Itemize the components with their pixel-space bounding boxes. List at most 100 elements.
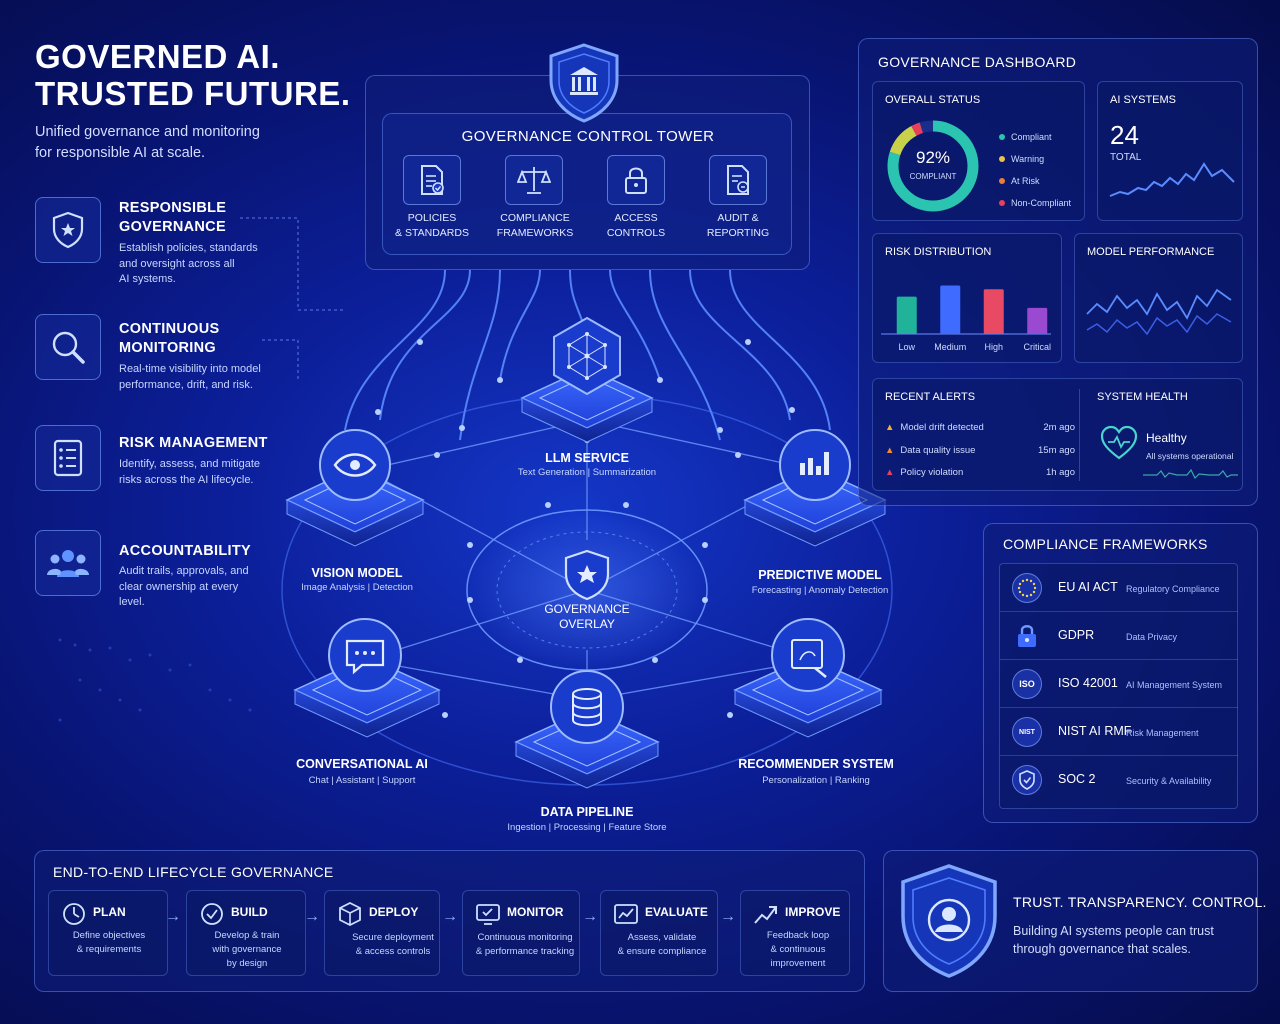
feature-title: GOVERNANCE [119, 219, 226, 235]
compliance-percent-label: COMPLIANT [909, 172, 957, 181]
report-icon[interactable] [709, 155, 767, 205]
hero-title-line1: GOVERNED AI. [35, 38, 280, 75]
compliance-name: SOC 2 [1058, 772, 1096, 786]
lifecycle-desc-line: & continuous [770, 944, 826, 955]
lifecycle-step-build[interactable]: BUILD Develop & train with governance by… [186, 890, 306, 976]
hero-subtitle-line1: Unified governance and monitoring [35, 124, 260, 140]
hero-title-line2: TRUSTED FUTURE. [35, 75, 351, 112]
lifecycle-desc-line: by design [226, 958, 268, 969]
checklist-icon [35, 425, 101, 491]
tower-shield-icon [545, 42, 623, 124]
tower-item-line1: POLICIES [407, 212, 457, 224]
arrow-right-icon: → [582, 908, 598, 925]
lifecycle-desc-line: & ensure compliance [617, 946, 707, 957]
eye-icon [319, 429, 391, 501]
document-check-icon[interactable] [403, 155, 461, 205]
legend-item: Compliant [999, 126, 1071, 148]
ai-systems-label: AI SYSTEMS [1110, 94, 1177, 106]
lifecycle-panel: END-TO-END LIFECYCLE GOVERNANCE [34, 850, 865, 992]
lifecycle-step-desc: Define objectives & requirements [49, 929, 169, 957]
lifecycle-step-monitor[interactable]: MONITOR Continuous monitoring & performa… [462, 890, 580, 976]
ai-systems-count-label: TOTAL [1110, 152, 1142, 163]
tower-item-line1: ACCESS [614, 212, 658, 224]
arrow-right-icon: → [304, 908, 320, 925]
target-icon [63, 903, 85, 925]
compliance-desc: AI Management System [1126, 680, 1223, 690]
node-conversational-title: CONVERSATIONAL AI [296, 757, 428, 771]
lifecycle-desc-line: Continuous monitoring [477, 932, 573, 943]
lifecycle-desc-line: Define objectives [72, 930, 146, 941]
compliance-item-gdpr[interactable]: GDPR Data Privacy [1000, 612, 1238, 660]
lifecycle-step-name: MONITOR [507, 905, 564, 919]
risk-bar-medium [940, 285, 961, 334]
tower-item-line2: REPORTING [706, 227, 770, 239]
compliance-title: COMPLIANCE FRAMEWORKS [1003, 536, 1208, 552]
tower-item-line2: CONTROLS [606, 227, 666, 239]
warning-icon: ▲ [885, 444, 895, 456]
magnifier-icon [35, 314, 101, 380]
compliance-item-iso-42001[interactable]: ISO ISO 42001 AI Management System [1000, 660, 1238, 708]
node-conversational-sub: Chat | Assistant | Support [308, 775, 416, 786]
hero-subtitle-line2: for responsible AI at scale. [35, 145, 206, 161]
tower-item-label: ACCESS CONTROLS [592, 211, 680, 241]
lifecycle-desc-line: Secure deployment [352, 932, 434, 943]
lock-icon[interactable] [607, 155, 665, 205]
overall-status-label: OVERALL STATUS [885, 94, 981, 106]
node-overlay-line1: GOVERNANCE [544, 602, 630, 616]
compliance-item-soc-2[interactable]: SOC 2 Security & Availability [1000, 756, 1238, 804]
legend-item: At Risk [999, 170, 1071, 192]
node-vision-sub: Image Analysis | Detection [301, 582, 413, 593]
tower-item-line2: FRAMEWORKS [496, 227, 574, 239]
arrow-right-icon: → [165, 908, 181, 925]
compliance-item-eu-ai-act[interactable]: EU AI ACT Regulatory Compliance [1000, 564, 1238, 612]
legend-item: Warning [999, 148, 1071, 170]
compliance-desc: Regulatory Compliance [1126, 584, 1220, 594]
feature-desc: Establish policies, standards [119, 242, 258, 254]
model-performance-chart [1086, 288, 1232, 336]
compliance-item-nist-ai-rmf[interactable]: NIST NIST AI RMF Risk Management [1000, 708, 1238, 756]
risk-bar-high [983, 289, 1004, 334]
iso-icon-text: ISO [1019, 679, 1035, 689]
lifecycle-step-evaluate[interactable]: EVALUATE Assess, validate & ensure compl… [600, 890, 718, 976]
tower-item-label: COMPLIANCE FRAMEWORKS [490, 211, 580, 241]
lifecycle-step-plan[interactable]: PLAN Define objectives & requirements [48, 890, 168, 976]
trust-title: TRUST. TRANSPARENCY. CONTROL. [1013, 894, 1267, 910]
feature-desc: level. [119, 596, 145, 608]
alert-time: 1h ago [1045, 467, 1075, 478]
risk-bar-critical [1027, 307, 1048, 334]
trust-text: Building AI systems people can trust thr… [1013, 922, 1214, 958]
feature-title: RISK MANAGEMENT [119, 435, 268, 451]
lifecycle-desc-line: improvement [770, 958, 826, 969]
feature-title: RESPONSIBLE [119, 200, 227, 216]
overall-status-card: OVERALL STATUS 92% COMPLIANT Compliant W… [872, 81, 1085, 221]
scales-icon[interactable] [505, 155, 563, 205]
lifecycle-desc-line: Assess, validate [627, 932, 697, 943]
compliance-percent: 92% [915, 148, 951, 167]
lifecycle-desc-line: & access controls [355, 946, 431, 957]
ai-systems-card: AI SYSTEMS 24 TOTAL [1097, 81, 1243, 221]
hero-subtitle: Unified governance and monitoring for re… [35, 122, 260, 164]
lifecycle-step-desc: Continuous monitoring & performance trac… [463, 931, 587, 959]
alerts-divider [1079, 389, 1080, 481]
feature-desc: Identify, assess, and mitigate [119, 458, 261, 470]
feature-title: MONITORING [119, 340, 216, 356]
node-pipeline-sub: Ingestion | Processing | Feature Store [507, 822, 667, 833]
risk-tick-label: Low [898, 342, 915, 352]
node-llm-sub: Text Generation | Summarization [517, 467, 657, 478]
risk-distribution-label: RISK DISTRIBUTION [885, 246, 992, 258]
compliance-name: NIST AI RMF [1058, 724, 1132, 738]
lifecycle-step-deploy[interactable]: DEPLOY Secure deployment & access contro… [324, 890, 440, 976]
system-health-detail: All systems operational [1146, 451, 1234, 461]
chart-check-icon [614, 904, 638, 924]
node-predictive-title: PREDICTIVE MODEL [758, 568, 882, 582]
feature-desc: and oversight across all [119, 257, 235, 270]
nist-icon: NIST [1012, 717, 1042, 747]
lifecycle-step-desc: Secure deployment & access controls [325, 931, 461, 959]
lifecycle-step-improve[interactable]: IMPROVE Feedback loop & continuous impro… [740, 890, 850, 976]
